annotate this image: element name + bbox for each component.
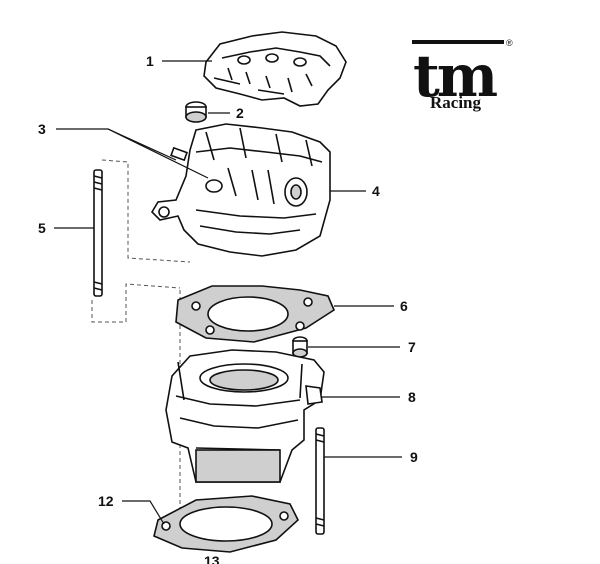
part-4-cylinder-head xyxy=(150,123,331,257)
part-8-cylinder xyxy=(165,349,325,483)
callout-1: 1 xyxy=(146,53,154,69)
callout-3: 3 xyxy=(38,121,46,137)
callout-6: 6 xyxy=(400,298,408,314)
callout-9: 9 xyxy=(410,449,418,465)
callout-8: 8 xyxy=(408,389,416,405)
leader-12 xyxy=(122,500,165,525)
callout-7: 7 xyxy=(408,339,416,355)
leader-3b xyxy=(107,128,209,179)
callout-numbers: 1 2 3 4 5 6 7 8 9 12 13 xyxy=(38,53,418,564)
part-6-head-gasket xyxy=(175,285,336,343)
leader-3a xyxy=(56,128,177,161)
tm-racing-logo: tm ® Racing xyxy=(412,38,513,112)
logo-text: tm xyxy=(413,42,498,110)
stud-guide-lower xyxy=(91,283,181,323)
callout-4: 4 xyxy=(372,183,380,199)
callout-2: 2 xyxy=(236,105,244,121)
registered-mark: ® xyxy=(506,38,513,48)
part-5-stud xyxy=(93,169,103,297)
callout-13: 13 xyxy=(204,553,220,564)
part-9-long-stud xyxy=(315,427,325,535)
part-1-head-cover xyxy=(203,31,347,107)
callout-5: 5 xyxy=(38,220,46,236)
logo-bar xyxy=(412,40,504,44)
logo-subtitle: Racing xyxy=(430,93,482,112)
callout-12: 12 xyxy=(98,493,114,509)
part-7-dowel xyxy=(292,336,308,358)
part-2-cap xyxy=(185,101,207,123)
leader-lines xyxy=(54,60,402,525)
part-12-base-gasket xyxy=(153,495,299,553)
